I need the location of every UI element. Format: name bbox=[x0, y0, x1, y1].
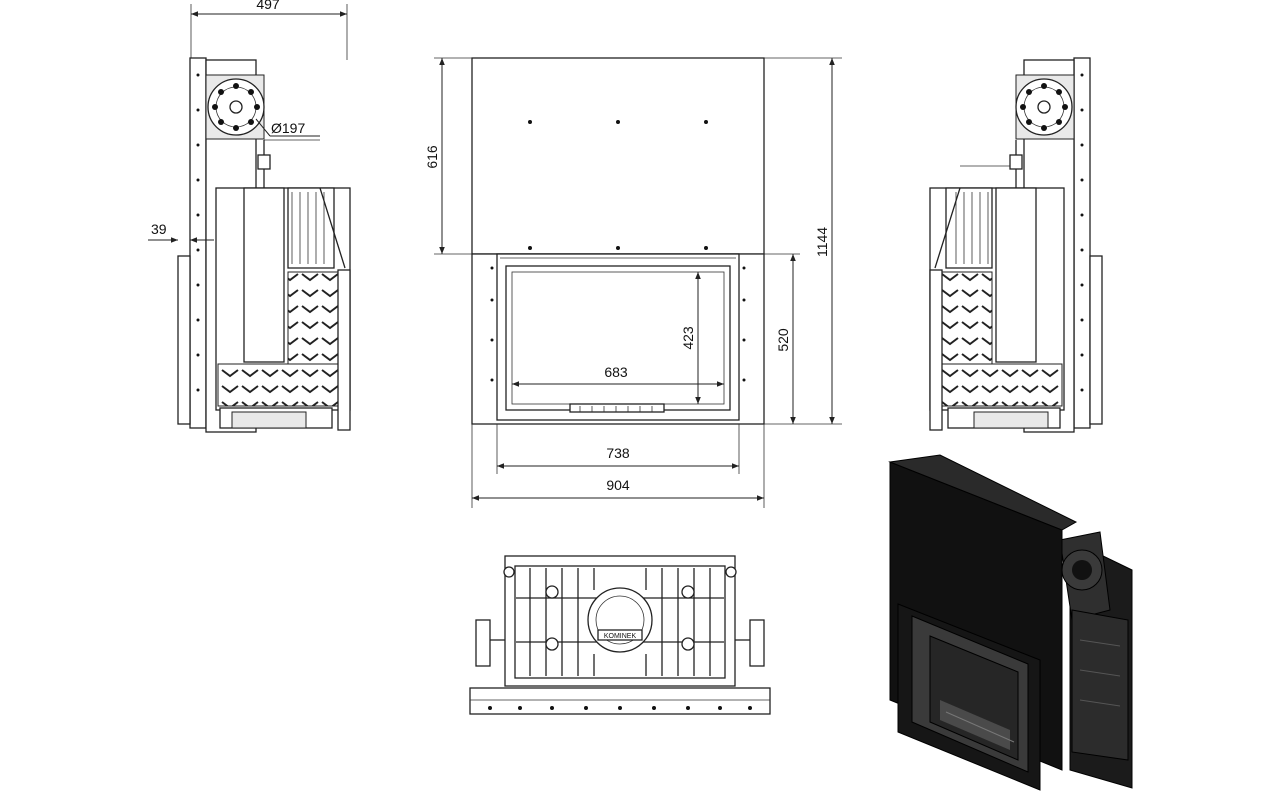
dimension-total-height: 1144 bbox=[814, 58, 835, 424]
label-side-depth: 497 bbox=[256, 0, 280, 12]
label-total-height: 1144 bbox=[814, 227, 830, 257]
dimension-total-width: 904 bbox=[472, 477, 764, 501]
flue-collar-right bbox=[1015, 74, 1075, 140]
label-door-outer-height: 520 bbox=[775, 328, 791, 352]
label-flue-diameter: Ø197 bbox=[271, 120, 305, 136]
bottom-plate-text: KOMINEK bbox=[604, 633, 637, 640]
label-door-width: 738 bbox=[606, 445, 630, 461]
plate-holes-left bbox=[196, 73, 200, 392]
label-front-upper-height: 616 bbox=[424, 145, 440, 169]
dimension-side-offset: 39 bbox=[148, 221, 214, 243]
dimension-door-width: 738 bbox=[497, 445, 739, 469]
dimension-glass-width: 683 bbox=[512, 364, 724, 387]
dimension-front-upper-height: 616 bbox=[424, 58, 445, 254]
plate-holes-right bbox=[1080, 73, 1084, 392]
dimension-side-depth: 497 bbox=[190, 0, 348, 60]
dimension-flue-diameter: Ø197 bbox=[255, 118, 320, 141]
dimension-door-outer-height: 520 bbox=[775, 254, 796, 424]
label-side-offset: 39 bbox=[151, 221, 167, 237]
label-glass-width: 683 bbox=[604, 364, 628, 380]
label-door-inner-height: 423 bbox=[680, 326, 696, 350]
bottom-rail-holes bbox=[488, 706, 752, 710]
right-side-view bbox=[929, 57, 1103, 433]
product-render-3d bbox=[888, 454, 1133, 791]
front-view: 616 1144 520 423 683 738 904 bbox=[424, 57, 842, 508]
left-side-view: 497 Ø197 bbox=[148, 0, 351, 433]
label-total-width: 904 bbox=[606, 477, 630, 493]
bottom-view: KOMINEK bbox=[469, 555, 771, 715]
flue-collar-left bbox=[205, 74, 265, 140]
side-holes-front bbox=[490, 266, 746, 382]
